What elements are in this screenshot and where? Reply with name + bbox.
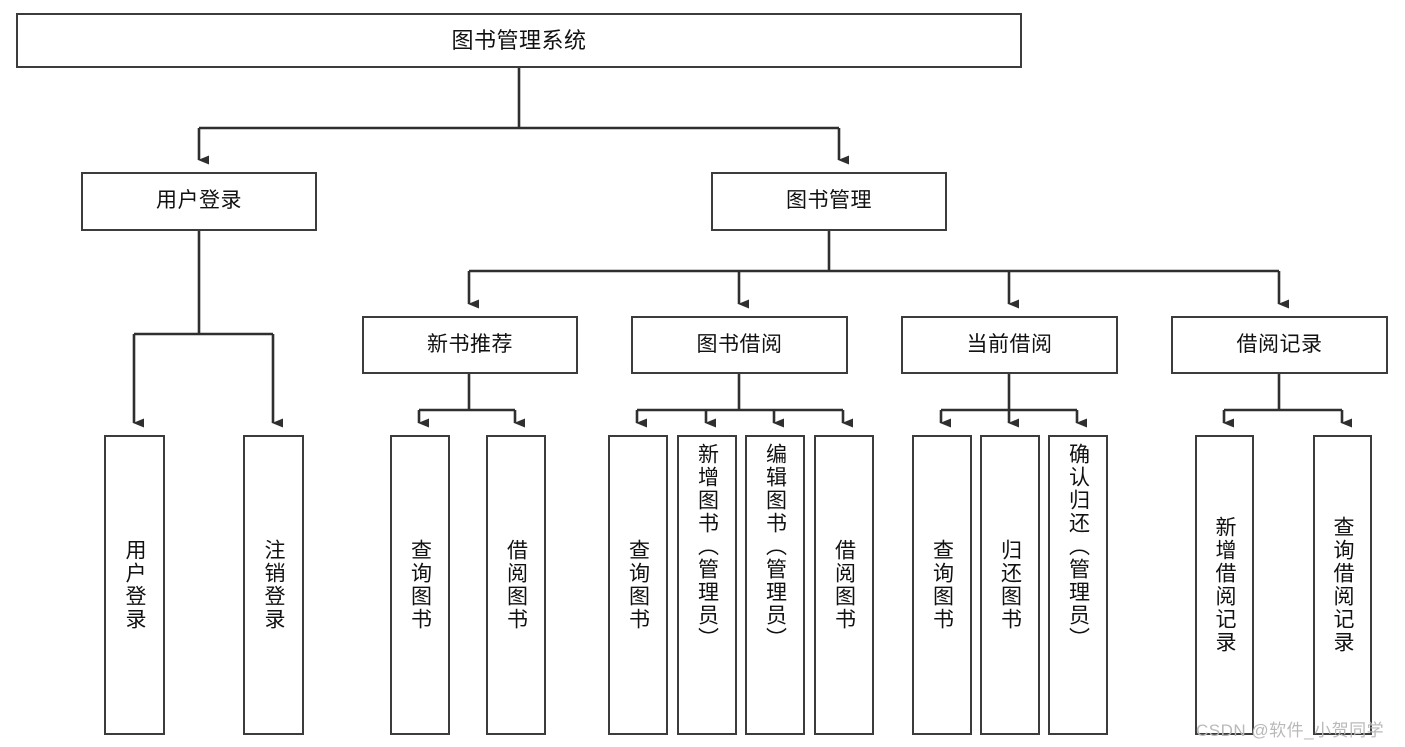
node-label: 新书推荐 [427, 332, 513, 356]
node-label: 用户登录 [123, 539, 146, 631]
node-leaf-query-borrow-record[interactable]: 查询借阅记录 [1313, 435, 1372, 735]
node-label: 注销登录 [262, 539, 285, 631]
node-leaf-confirm-return-admin[interactable]: 确认归还（管理员） [1048, 435, 1108, 735]
node-label: 图书借阅 [696, 332, 783, 356]
node-leaf-query-book-newbook[interactable]: 查询图书 [390, 435, 450, 735]
node-leaf-query-book-borrow[interactable]: 查询图书 [608, 435, 668, 735]
node-leaf-logout[interactable]: 注销登录 [243, 435, 304, 735]
node-leaf-borrow-book-borrow[interactable]: 借阅图书 [814, 435, 874, 735]
node-book-borrow[interactable]: 图书借阅 [631, 316, 848, 374]
node-leaf-borrow-book-newbook[interactable]: 借阅图书 [486, 435, 546, 735]
node-label: 新增借阅记录 [1213, 516, 1236, 654]
node-book-management[interactable]: 图书管理 [711, 172, 947, 231]
node-label: 当前借阅 [966, 332, 1053, 356]
node-root-system[interactable]: 图书管理系统 [16, 13, 1022, 68]
node-current-borrow[interactable]: 当前借阅 [901, 316, 1118, 374]
csdn-watermark: CSDN @软件_小贺同学 [1196, 721, 1385, 740]
node-label: 确认归还（管理员） [1066, 443, 1090, 650]
node-label: 查询图书 [408, 539, 432, 631]
node-label: 图书管理 [786, 189, 872, 213]
node-leaf-return-book[interactable]: 归还图书 [980, 435, 1040, 735]
node-label: 新增图书（管理员） [695, 443, 719, 650]
node-leaf-add-borrow-record[interactable]: 新增借阅记录 [1195, 435, 1254, 735]
node-label: 查询借阅记录 [1331, 516, 1354, 654]
node-new-book-recommend[interactable]: 新书推荐 [362, 316, 578, 374]
node-borrow-record[interactable]: 借阅记录 [1171, 316, 1388, 374]
node-label: 归还图书 [998, 539, 1022, 631]
node-leaf-edit-book-admin[interactable]: 编辑图书（管理员） [745, 435, 805, 735]
node-label: 用户登录 [156, 189, 242, 213]
node-label: 借阅图书 [504, 539, 528, 631]
node-label: 查询图书 [626, 539, 650, 631]
node-leaf-add-book-admin[interactable]: 新增图书（管理员） [677, 435, 737, 735]
node-label: 借阅图书 [832, 539, 856, 631]
node-leaf-query-book-current[interactable]: 查询图书 [912, 435, 972, 735]
node-leaf-user-login[interactable]: 用户登录 [104, 435, 165, 735]
node-label: 图书管理系统 [451, 27, 587, 53]
node-user-login[interactable]: 用户登录 [81, 172, 317, 231]
node-label: 借阅记录 [1236, 332, 1323, 356]
node-label: 查询图书 [930, 539, 954, 631]
node-label: 编辑图书（管理员） [763, 443, 787, 650]
